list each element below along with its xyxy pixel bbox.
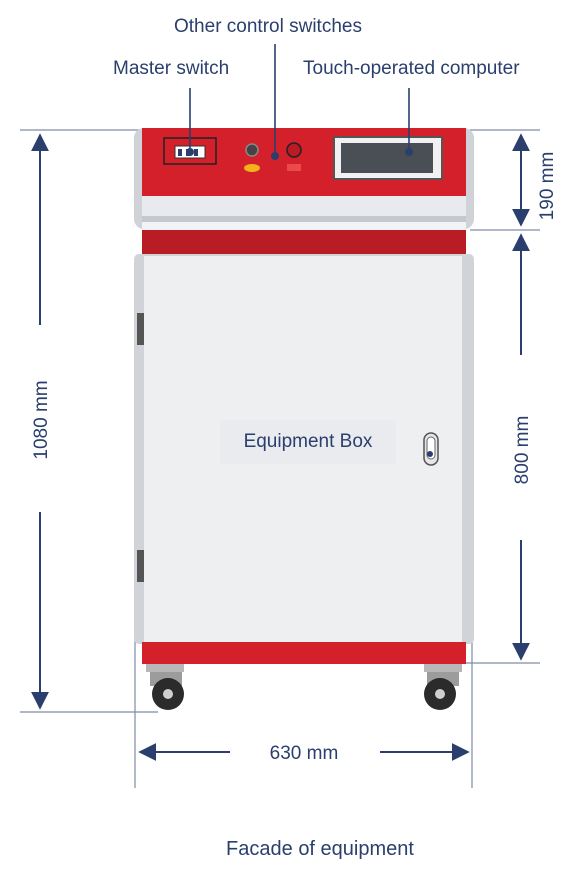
left-wheel-icon — [146, 664, 184, 710]
dimension-height-panel: 190 mm — [512, 133, 558, 227]
dimension-height-panel-label: 190 mm — [537, 152, 558, 221]
equipment-box-label-background — [220, 420, 396, 464]
label-other-control-switches: Other control switches — [174, 16, 362, 37]
label-touch-computer: Touch-operated computer — [303, 58, 520, 79]
label-equipment-box: Equipment Box — [243, 431, 373, 452]
dimension-height-total: 1080 mm — [31, 133, 52, 710]
control-switches-icon — [244, 142, 302, 172]
lower-red-band — [142, 642, 466, 664]
dimension-height-box: 800 mm — [512, 233, 533, 661]
right-wheel-icon — [424, 664, 462, 710]
dimension-height-box-label: 800 mm — [512, 416, 533, 485]
dimension-height-total-label: 1080 mm — [31, 380, 52, 459]
touch-screen-icon — [333, 136, 443, 180]
callout-dots — [186, 148, 433, 457]
figure-caption: Facade of equipment — [226, 838, 414, 860]
label-master-switch: Master switch — [113, 58, 230, 79]
dimension-width: 630 mm — [138, 743, 470, 764]
dimension-guides — [20, 129, 540, 788]
callout-leaders — [189, 44, 410, 152]
dimension-width-label: 630 mm — [270, 743, 339, 764]
door-handle-icon — [423, 432, 439, 466]
upper-red-band — [142, 230, 466, 254]
